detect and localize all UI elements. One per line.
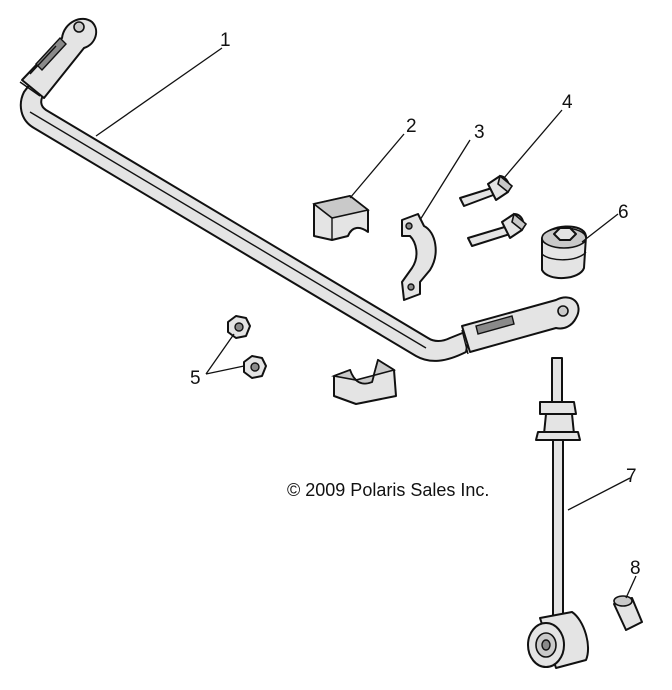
callout-3: 3: [474, 122, 485, 143]
bolt-upper: [459, 174, 514, 207]
callout-6: 6: [618, 202, 629, 223]
bracket-clamp: [401, 213, 437, 301]
bushing-upper: [312, 195, 370, 241]
nut-upper: [227, 315, 251, 339]
callout-8: 8: [630, 558, 641, 579]
callout-4: 4: [562, 92, 573, 113]
end-link: [527, 357, 590, 669]
nut-lower: [243, 355, 267, 379]
leader-lines: [95, 47, 637, 599]
callout-7: 7: [626, 466, 637, 487]
copyright-text: © 2009 Polaris Sales Inc.: [287, 480, 489, 500]
bushing-lower: [331, 358, 397, 405]
cap-bushing: [541, 225, 587, 279]
stabilizer-bar: [19, 17, 580, 362]
callout-1: 1: [220, 30, 231, 51]
callout-5: 5: [190, 368, 201, 389]
callout-2: 2: [406, 116, 417, 137]
spacer: [613, 595, 643, 631]
bolt-lower: [467, 212, 528, 247]
